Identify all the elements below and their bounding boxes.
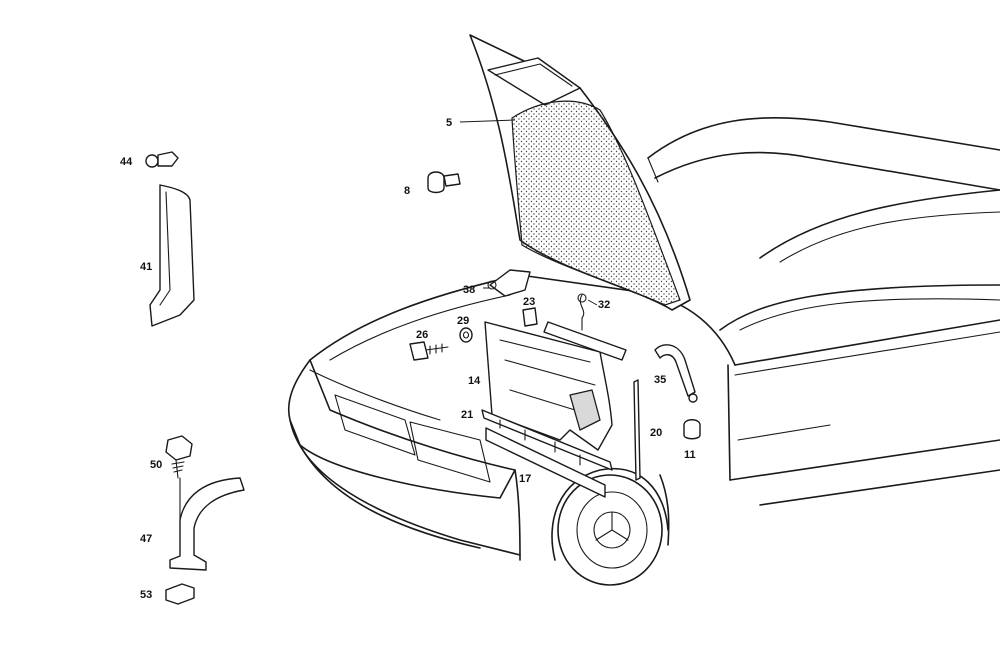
part-20-strip	[633, 379, 641, 481]
fender-top-inner	[739, 298, 1000, 331]
fender-top	[719, 284, 1000, 331]
part-14-ribs	[499, 339, 596, 411]
callout-38: 38	[463, 284, 475, 296]
part-21-clips	[499, 419, 581, 466]
part-26-bolt-thread	[425, 343, 449, 355]
part-8-stem	[443, 173, 461, 187]
rocker-line	[729, 439, 1000, 481]
part-8-buffer	[427, 171, 445, 194]
callout-23: 23	[523, 296, 535, 308]
hood-emblem-ridge	[494, 63, 573, 87]
part-38-hole	[487, 280, 497, 290]
part-44-head	[145, 154, 159, 168]
part-38-bracket	[489, 269, 531, 297]
hood-emblem-mount	[487, 57, 581, 106]
cowl-line	[759, 189, 1000, 259]
part-41-edge	[159, 191, 171, 306]
parts	[145, 151, 701, 605]
callout-53: 53	[140, 589, 152, 601]
headlight-left	[334, 394, 416, 456]
callout-44: 44	[120, 156, 133, 168]
bumper-top	[289, 419, 521, 556]
callout-20: 20	[650, 427, 662, 439]
three-pointed-star-icon	[595, 511, 629, 541]
part-26-bolt-head	[409, 341, 429, 361]
part-29-washer	[459, 327, 473, 343]
hood	[469, 34, 691, 311]
a-pillar	[647, 157, 659, 183]
callout-35: 35	[654, 374, 666, 386]
beltline-lower	[734, 331, 1000, 376]
part-23-clip	[522, 307, 538, 327]
cowl-inner	[779, 211, 1000, 263]
part-47-bracket	[169, 477, 245, 571]
part-50-screw-thread	[171, 459, 185, 479]
part-32-clip-eye	[577, 293, 587, 303]
callout-14: 14	[468, 375, 481, 387]
part-11-buffer	[683, 419, 701, 440]
front-wheel	[557, 474, 663, 586]
part-44-body	[157, 151, 179, 167]
part-14-cutout	[569, 389, 601, 431]
callout-41: 41	[140, 261, 152, 273]
fender-front	[514, 469, 521, 561]
callout-labels: 5 8 11 14 17 20 21 23 26 29 32 35 38 41 …	[120, 117, 696, 601]
part-50-screw-head	[165, 435, 193, 461]
part-53-nut	[165, 583, 195, 605]
callout-11: 11	[684, 449, 696, 461]
roof-line	[647, 116, 1000, 159]
hood-insulation-mat	[511, 100, 681, 306]
leader-32	[587, 299, 598, 306]
callout-32: 32	[598, 299, 610, 311]
wheel-arch	[551, 467, 669, 561]
callout-5: 5	[446, 117, 452, 129]
part-29-hole	[462, 331, 470, 339]
callout-26: 26	[416, 329, 428, 341]
grille-line	[309, 369, 441, 421]
leader-5	[459, 119, 516, 123]
part-17-strip	[485, 427, 606, 498]
callout-29: 29	[457, 315, 469, 327]
callout-50: 50	[150, 459, 162, 471]
wheel-rim	[576, 491, 648, 569]
callout-47: 47	[140, 533, 152, 545]
door-front-edge	[727, 364, 731, 481]
callout-21: 21	[461, 409, 473, 421]
part-32-clip	[579, 294, 585, 331]
callout-17: 17	[519, 473, 531, 485]
part-35-pin	[688, 393, 698, 403]
door-crease	[737, 424, 831, 441]
beltline	[734, 319, 1000, 366]
callout-8: 8	[404, 185, 410, 197]
headlight-right	[409, 421, 491, 483]
bumper-line	[299, 444, 481, 549]
part-35-support	[654, 344, 696, 397]
fender-rear-edge	[659, 474, 670, 546]
windshield-lower	[654, 151, 1000, 191]
tire-outer	[557, 474, 663, 586]
leader-lines	[459, 119, 598, 306]
rocker-lower	[759, 469, 1000, 506]
part-32-seal	[543, 321, 627, 361]
front-nose	[287, 359, 516, 499]
part-41-trim	[149, 184, 195, 327]
engine-bay-inner	[329, 294, 511, 361]
